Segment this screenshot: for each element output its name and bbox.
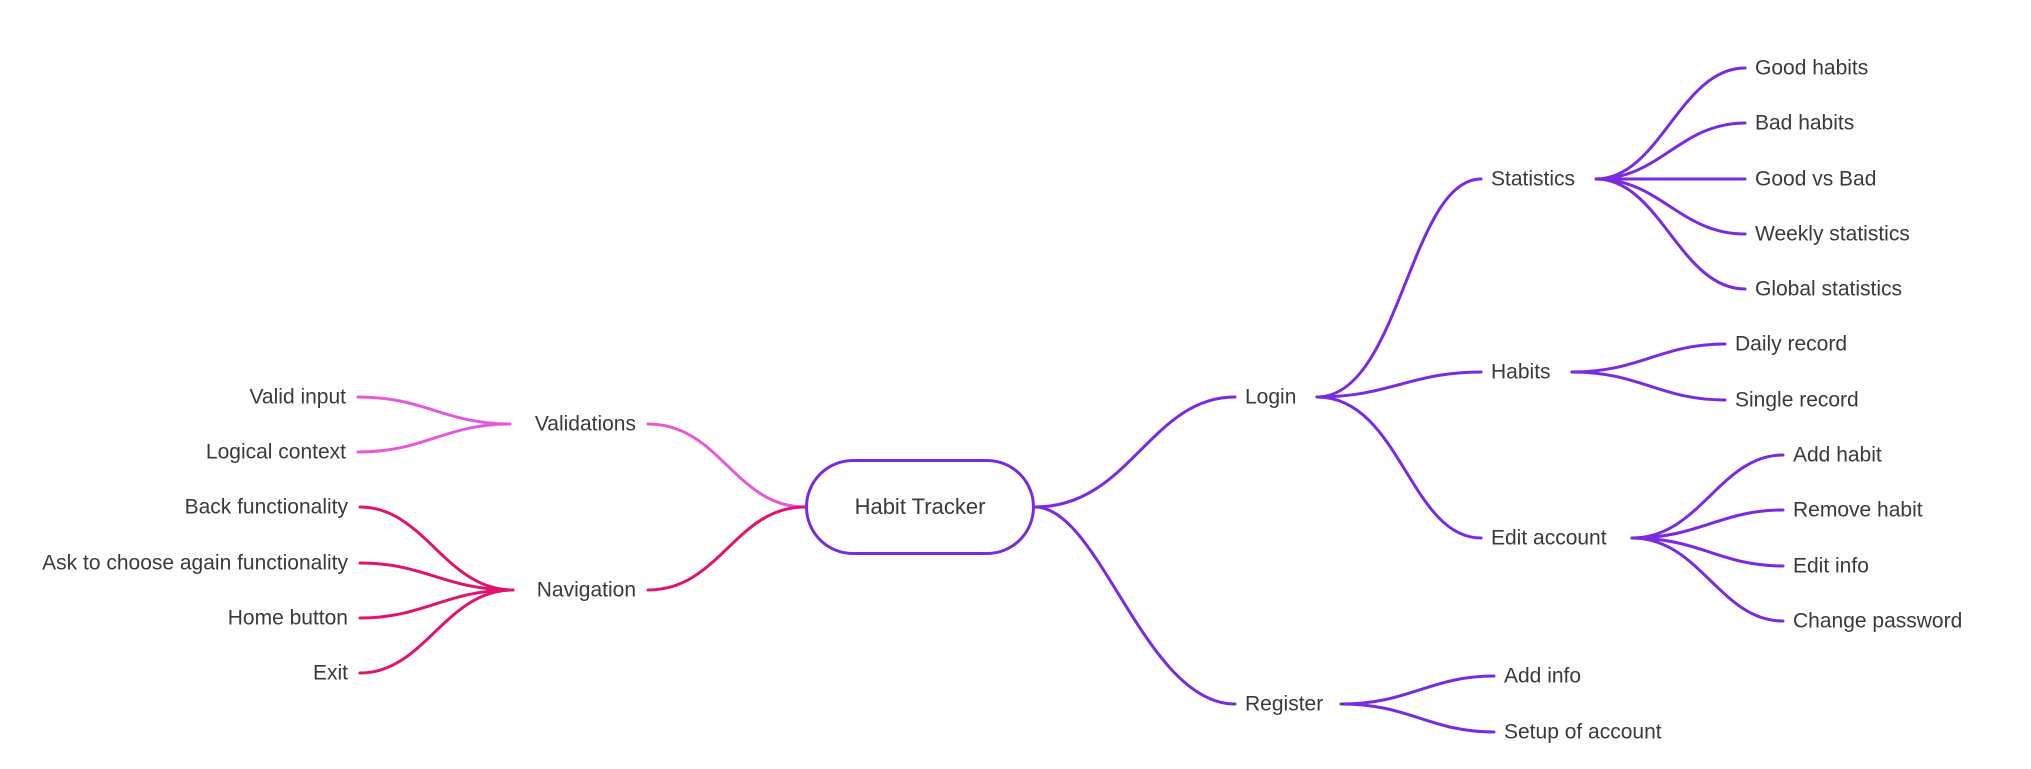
leaf-edit-info[interactable]: Edit info	[1793, 554, 1869, 578]
leaf-bad-habits[interactable]: Bad habits	[1755, 111, 1855, 135]
leaf-good-habits[interactable]: Good habits	[1755, 56, 1869, 80]
leaf-change-password[interactable]: Change password	[1793, 609, 1963, 633]
leaf-exit[interactable]: Exit	[312, 661, 348, 685]
connector-root-navigation	[646, 505, 807, 592]
leaf-back-functionality[interactable]: Back functionality	[184, 495, 348, 519]
connector-habits-leaf	[1570, 342, 1727, 374]
connector-edit-account-leaf	[1630, 536, 1785, 568]
connector-root-validations	[646, 422, 807, 509]
connector-navigation-leaf	[358, 588, 515, 620]
connector-edit-account-leaf	[1630, 508, 1785, 540]
leaf-setup-of-account[interactable]: Setup of account	[1504, 720, 1662, 744]
root-node[interactable]: Habit Tracker	[805, 459, 1035, 555]
connector-navigation-leaf	[358, 588, 515, 675]
connector-habits-leaf	[1570, 370, 1727, 402]
leaf-home-button[interactable]: Home button	[227, 606, 348, 630]
node-register[interactable]: Register	[1245, 692, 1324, 716]
connector-navigation-leaf	[358, 505, 515, 592]
leaf-global-statistics[interactable]: Global statistics	[1755, 277, 1903, 301]
node-habits[interactable]: Habits	[1491, 360, 1551, 384]
leaf-daily-record[interactable]: Daily record	[1735, 332, 1848, 356]
connector-login-statistics	[1315, 177, 1483, 399]
leaf-weekly-statistics[interactable]: Weekly statistics	[1755, 222, 1910, 246]
connector-statistics-leaf	[1594, 121, 1747, 181]
leaf-single-record[interactable]: Single record	[1735, 388, 1859, 412]
leaf-valid-input[interactable]: Valid input	[249, 385, 346, 409]
leaf-add-habit[interactable]: Add habit	[1793, 443, 1882, 467]
connector-root-register	[1033, 505, 1237, 706]
leaf-ask-to-choose-again[interactable]: Ask to choose again functionality	[42, 551, 348, 575]
connector-statistics-leaf	[1594, 177, 1747, 291]
node-login[interactable]: Login	[1245, 385, 1297, 409]
node-validations[interactable]: Validations	[534, 412, 636, 436]
connector-navigation-leaf	[358, 561, 515, 592]
connector-statistics-leaf	[1594, 66, 1747, 181]
connector-statistics-leaf	[1594, 177, 1747, 236]
node-navigation[interactable]: Navigation	[536, 578, 636, 602]
node-edit-account[interactable]: Edit account	[1491, 526, 1607, 550]
connector-login-habits	[1315, 370, 1483, 399]
connector-register-leaf	[1339, 702, 1496, 734]
connector-login-edit-account	[1315, 395, 1483, 540]
node-statistics[interactable]: Statistics	[1491, 167, 1576, 191]
leaf-remove-habit[interactable]: Remove habit	[1793, 498, 1923, 522]
connector-validations-leaf	[356, 422, 512, 454]
connector-edit-account-leaf	[1630, 453, 1785, 540]
connector-root-login	[1033, 395, 1237, 509]
leaf-logical-context[interactable]: Logical context	[205, 440, 346, 464]
leaf-add-info[interactable]: Add info	[1504, 664, 1582, 688]
connector-register-leaf	[1339, 674, 1496, 706]
leaf-good-vs-bad[interactable]: Good vs Bad	[1755, 167, 1877, 191]
connector-validations-leaf	[356, 395, 512, 426]
root-label: Habit Tracker	[854, 494, 986, 519]
connector-edit-account-leaf	[1630, 536, 1785, 623]
